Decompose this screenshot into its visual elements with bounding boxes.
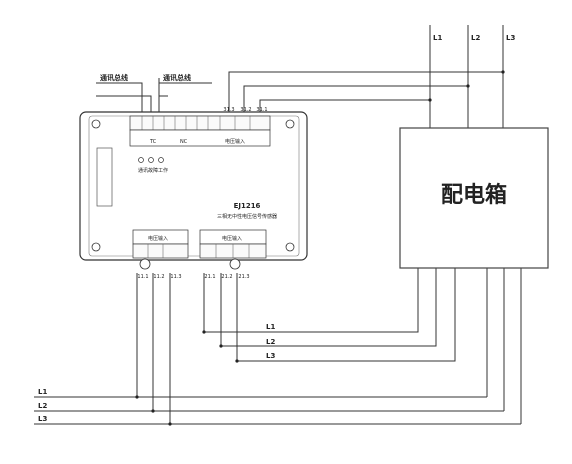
junction-dot xyxy=(219,344,223,348)
terminal-label-31-1: 31.1 xyxy=(256,107,267,113)
top-phase-label-l2: L2 xyxy=(471,34,480,42)
junction-dot xyxy=(202,330,206,334)
top-phase-label-l3: L3 xyxy=(506,34,515,42)
bus-label-left: 通讯总线 xyxy=(100,73,128,82)
screw-icon xyxy=(91,242,101,252)
bottom-left-terminal-block xyxy=(132,243,189,259)
bottom-phase-label-l1: L1 xyxy=(38,388,47,396)
junction-dot xyxy=(168,422,172,426)
junction-dot xyxy=(428,98,432,102)
junction-dot xyxy=(151,409,155,413)
led-label-fault: 故障 xyxy=(148,167,158,174)
wire-31-1 xyxy=(259,99,430,112)
top-group-tc: TC xyxy=(149,139,157,145)
terminal-label-11-1: 11.1 xyxy=(137,274,148,280)
terminal-label-31-2: 31.2 xyxy=(240,107,251,113)
label-window xyxy=(96,147,113,207)
junction-dot xyxy=(466,84,470,88)
bus-wire-left xyxy=(96,82,143,112)
led-label-comm: 通讯 xyxy=(138,167,148,174)
led-label-work: 工作 xyxy=(158,167,168,174)
mid-phase-label-l1: L1 xyxy=(266,323,275,331)
top-terminal-block xyxy=(129,115,271,131)
bus-label-right: 通讯总线 xyxy=(163,73,191,82)
cable-gland-icon xyxy=(229,258,241,270)
bottom-right-group: 电压输入 xyxy=(222,235,242,242)
junction-dot xyxy=(501,70,505,74)
out-l1 xyxy=(203,268,419,333)
sensor-device: TC NC 电压输入 通讯 故障 工作 EJ1216 三相无中性电压信号传感器 … xyxy=(79,111,308,270)
led-icon xyxy=(138,157,144,163)
led-icon xyxy=(148,157,154,163)
mid-phase-label-l2: L2 xyxy=(266,338,275,346)
out-l2 xyxy=(220,268,437,347)
junction-dot xyxy=(235,359,239,363)
terminal-label-31-3: 31.3 xyxy=(223,107,234,113)
distribution-box-title: 配电箱 xyxy=(441,182,507,208)
terminal-label-21-3: 21.3 xyxy=(238,274,249,280)
device-model: EJ1216 xyxy=(234,202,261,210)
wire-31-2 xyxy=(243,85,468,112)
junction-dot xyxy=(135,395,139,399)
terminal-label-21-2: 21.2 xyxy=(221,274,232,280)
led-icon xyxy=(158,157,164,163)
screw-icon xyxy=(285,242,295,252)
top-phase-label-l1: L1 xyxy=(433,34,442,42)
top-group-nc: NC xyxy=(180,139,188,145)
mid-phase-label-l3: L3 xyxy=(266,352,275,360)
bottom-left-group: 电压输入 xyxy=(148,235,168,242)
cable-gland-icon xyxy=(139,258,151,270)
bottom-phase-label-l3: L3 xyxy=(38,415,47,423)
wire-31-3 xyxy=(228,71,503,112)
device-subtitle: 三相无中性电压信号传感器 xyxy=(217,213,277,220)
terminal-label-21-1: 21.1 xyxy=(204,274,215,280)
terminal-label-11-2: 11.2 xyxy=(153,274,164,280)
screw-icon xyxy=(285,119,295,129)
top-terminal-labels xyxy=(129,129,271,147)
out-l3 xyxy=(236,268,456,362)
sensor-housing xyxy=(79,111,308,261)
terminal-label-11-3: 11.3 xyxy=(170,274,181,280)
top-group-voltage: 电压输入 xyxy=(225,138,245,145)
bus-wire-left-2 xyxy=(96,95,152,112)
screw-icon xyxy=(91,119,101,129)
bottom-phase-label-l2: L2 xyxy=(38,402,47,410)
distribution-box xyxy=(399,127,549,269)
